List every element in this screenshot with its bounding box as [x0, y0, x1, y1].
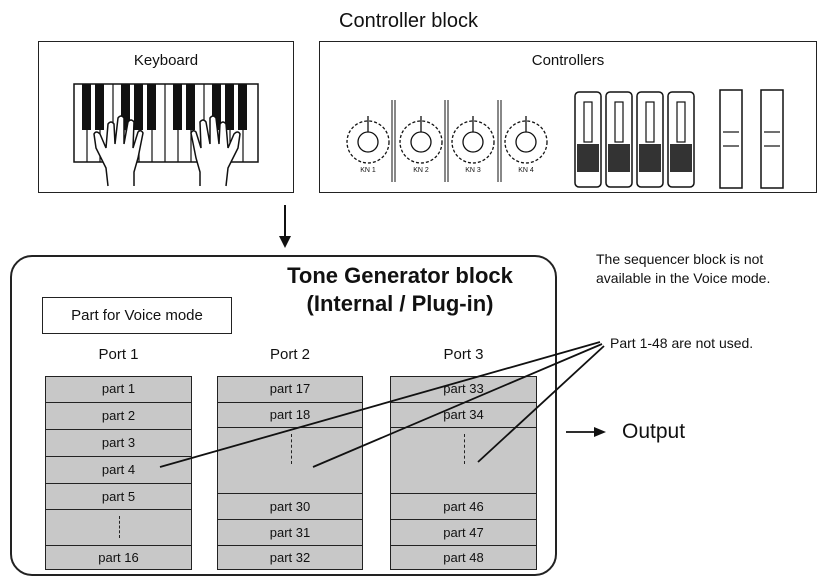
- port-3-label: Port 3: [443, 346, 484, 363]
- part-cell: part 17: [269, 381, 311, 396]
- part-cell-ellipsis: [46, 509, 191, 545]
- port-2-label: Port 2: [269, 346, 311, 363]
- controllers-illustration: KN 1 KN 2 KN 3 KN 4: [346, 89, 784, 189]
- output-label: Output: [622, 420, 686, 443]
- part-cell: part 4: [46, 456, 191, 483]
- port-1-label: Port 1: [98, 346, 139, 363]
- part-cell-ellipsis: [218, 427, 362, 493]
- part-cell: part 48: [391, 545, 536, 571]
- part-cell: part 18: [218, 402, 362, 427]
- controller-block-title: Controller block: [339, 10, 478, 32]
- part-cell: part 32: [218, 545, 362, 571]
- sequencer-note-line-1: The sequencer block is not: [596, 251, 764, 267]
- part-cell: part 2: [46, 402, 191, 429]
- tone-generator-subtitle: (Internal / Plug-in): [306, 291, 494, 316]
- controllers-label: Controllers: [531, 52, 605, 69]
- keyboard-illustration: [73, 83, 259, 187]
- knob-label-4: KN 4: [518, 167, 534, 174]
- part-cell: part 1: [101, 381, 136, 396]
- tone-generator-title: Tone Generator block: [287, 263, 513, 288]
- port-1-column: part 1 part 2 part 3 part 4 part 5 part …: [45, 376, 192, 570]
- part-cell: part 30: [218, 493, 362, 519]
- part-cell: part 31: [218, 519, 362, 545]
- part-for-voice-mode-label: Part for Voice mode: [71, 307, 203, 324]
- part-for-voice-mode-box: Part for Voice mode: [42, 297, 232, 334]
- part-cell: part 3: [46, 429, 191, 456]
- knob-label-2: KN 2: [413, 167, 429, 174]
- sequencer-note-line-2: available in the Voice mode.: [596, 270, 771, 286]
- part-cell: part 47: [391, 519, 536, 545]
- port-2-column: part 17 part 18 part 30 part 31 part 32: [217, 376, 363, 570]
- port-3-column: part 33 part 34 part 46 part 47 part 48: [390, 376, 537, 570]
- knob-label-3: KN 3: [465, 167, 481, 174]
- keyboard-label: Keyboard: [133, 52, 199, 69]
- part-cell: part 5: [46, 483, 191, 509]
- parts-unused-note: Part 1-48 are not used.: [610, 335, 754, 351]
- controllers-box: Controllers KN 1 KN 2 KN 3 KN 4: [319, 41, 817, 193]
- part-cell: part 16: [46, 545, 191, 571]
- keyboard-box: Keyboard: [38, 41, 294, 193]
- part-cell-ellipsis: [391, 427, 536, 493]
- part-cell: part 46: [391, 493, 536, 519]
- part-cell: part 33: [443, 381, 484, 396]
- knob-label-1: KN 1: [360, 167, 376, 174]
